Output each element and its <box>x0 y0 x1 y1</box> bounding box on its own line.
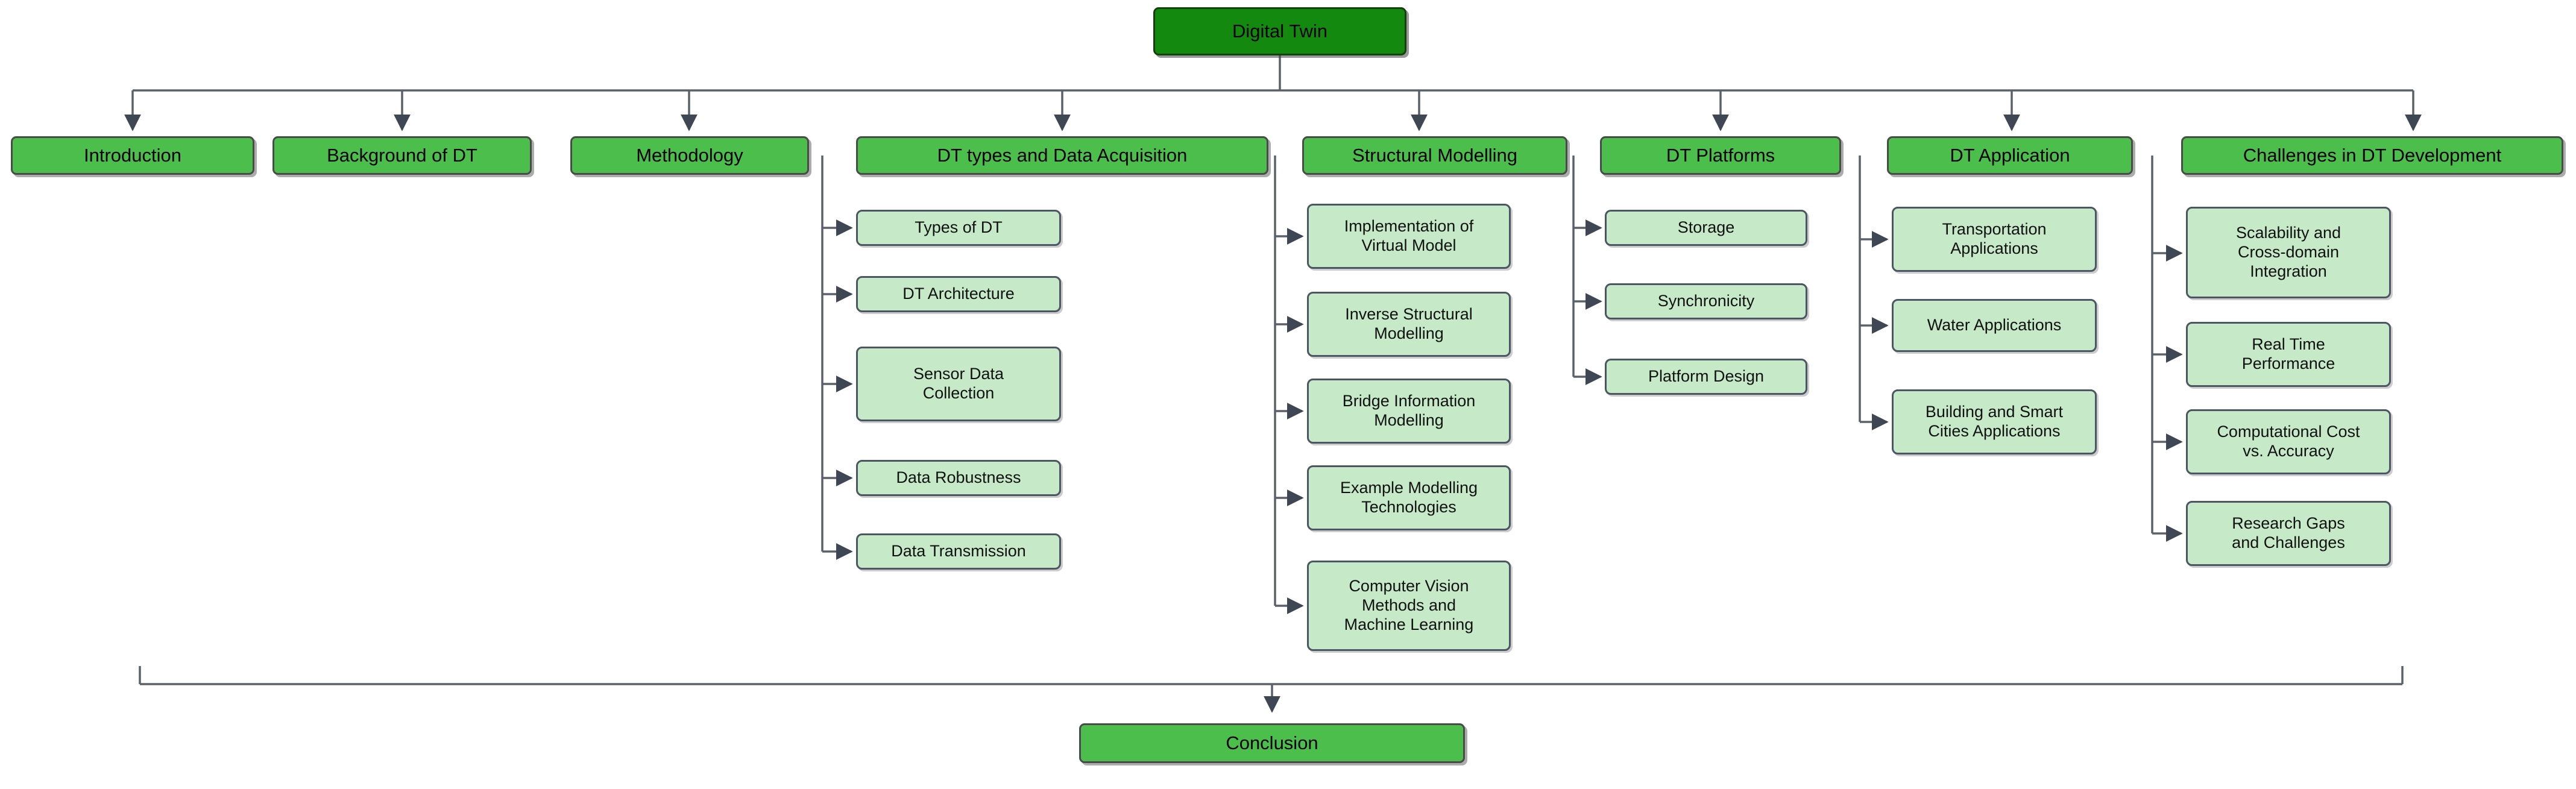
section-node-dt-types-and-data-acquisition[interactable]: DT types and Data Acquisition <box>856 136 1268 175</box>
section-node-structural-modelling[interactable]: Structural Modelling <box>1302 136 1567 175</box>
section-node-dt-application[interactable]: DT Application <box>1887 136 2133 175</box>
leaf-node-platform-design[interactable]: Platform Design <box>1605 359 1807 395</box>
leaf-node-scalability-and-cross-domain-integration[interactable]: Scalability and Cross-domain Integration <box>2186 207 2391 298</box>
section-node-label: Methodology <box>636 144 743 166</box>
section-node-introduction[interactable]: Introduction <box>11 136 254 175</box>
leaf-node-label: Data Robustness <box>896 468 1021 487</box>
conclusion-node-label: Conclusion <box>1226 732 1318 753</box>
leaf-node-real-time-performance[interactable]: Real Time Performance <box>2186 322 2391 387</box>
leaf-node-label: Inverse Structural Modelling <box>1345 305 1473 342</box>
section-node-label: DT types and Data Acquisition <box>937 144 1188 166</box>
leaf-node-computational-cost-vs-accuracy[interactable]: Computational Cost vs. Accuracy <box>2186 409 2391 474</box>
leaf-node-label: Example Modelling Technologies <box>1340 479 1478 516</box>
leaf-node-label: Scalability and Cross-domain Integration <box>2235 224 2341 280</box>
root-node-digital-twin[interactable]: Digital Twin <box>1153 7 1406 55</box>
leaf-node-transportation-applications[interactable]: Transportation Applications <box>1892 207 2097 272</box>
section-node-label: DT Application <box>1950 144 2070 166</box>
leaf-node-data-transmission[interactable]: Data Transmission <box>856 533 1061 570</box>
section-node-methodology[interactable]: Methodology <box>570 136 809 175</box>
leaf-node-label: Sensor Data Collection <box>913 365 1004 402</box>
leaf-node-bridge-information-modelling[interactable]: Bridge Information Modelling <box>1307 379 1511 444</box>
leaf-node-label: Water Applications <box>1927 316 2062 335</box>
leaf-node-label: DT Architecture <box>902 284 1015 303</box>
leaf-node-types-of-dt[interactable]: Types of DT <box>856 210 1061 246</box>
leaf-node-water-applications[interactable]: Water Applications <box>1892 299 2097 352</box>
leaf-node-label: Storage <box>1677 218 1735 237</box>
leaf-node-computer-vision-methods-and-machine-learning[interactable]: Computer Vision Methods and Machine Lear… <box>1307 561 1511 651</box>
leaf-node-label: Data Transmission <box>891 542 1026 561</box>
leaf-node-data-robustness[interactable]: Data Robustness <box>856 460 1061 496</box>
leaf-node-label: Computational Cost vs. Accuracy <box>2217 423 2360 460</box>
section-node-label: Challenges in DT Development <box>2243 144 2502 166</box>
leaf-node-storage[interactable]: Storage <box>1605 210 1807 246</box>
section-node-challenges-in-dt-development[interactable]: Challenges in DT Development <box>2181 136 2563 175</box>
leaf-node-inverse-structural-modelling[interactable]: Inverse Structural Modelling <box>1307 292 1511 357</box>
leaf-node-sensor-data-collection[interactable]: Sensor Data Collection <box>856 347 1061 421</box>
leaf-node-building-and-smart-cities-applications[interactable]: Building and Smart Cities Applications <box>1892 389 2097 454</box>
section-node-background-of-dt[interactable]: Background of DT <box>272 136 532 175</box>
conclusion-node[interactable]: Conclusion <box>1079 723 1465 763</box>
leaf-node-label: Types of DT <box>915 218 1003 237</box>
leaf-node-label: Bridge Information Modelling <box>1342 392 1476 429</box>
leaf-node-label: Building and Smart Cities Applications <box>1925 403 2064 440</box>
leaf-node-label: Computer Vision Methods and Machine Lear… <box>1344 577 1474 633</box>
section-node-label: Introduction <box>84 144 181 166</box>
leaf-node-label: Transportation Applications <box>1942 220 2047 257</box>
section-node-dt-platforms[interactable]: DT Platforms <box>1600 136 1841 175</box>
leaf-node-implementation-of-virtual-model[interactable]: Implementation of Virtual Model <box>1307 204 1511 269</box>
section-node-label: Background of DT <box>327 144 477 166</box>
leaf-node-label: Research Gaps and Challenges <box>2232 514 2345 552</box>
section-node-label: DT Platforms <box>1666 144 1775 166</box>
leaf-node-label: Implementation of Virtual Model <box>1344 217 1474 254</box>
leaf-node-dt-architecture[interactable]: DT Architecture <box>856 276 1061 312</box>
section-node-label: Structural Modelling <box>1352 144 1517 166</box>
leaf-node-label: Platform Design <box>1648 367 1765 386</box>
leaf-node-research-gaps-and-challenges[interactable]: Research Gaps and Challenges <box>2186 501 2391 566</box>
leaf-node-synchronicity[interactable]: Synchronicity <box>1605 283 1807 319</box>
leaf-node-label: Real Time Performance <box>2241 335 2335 372</box>
leaf-node-label: Synchronicity <box>1657 292 1755 310</box>
leaf-node-example-modelling-technologies[interactable]: Example Modelling Technologies <box>1307 465 1511 530</box>
root-node-label: Digital Twin <box>1232 20 1327 42</box>
